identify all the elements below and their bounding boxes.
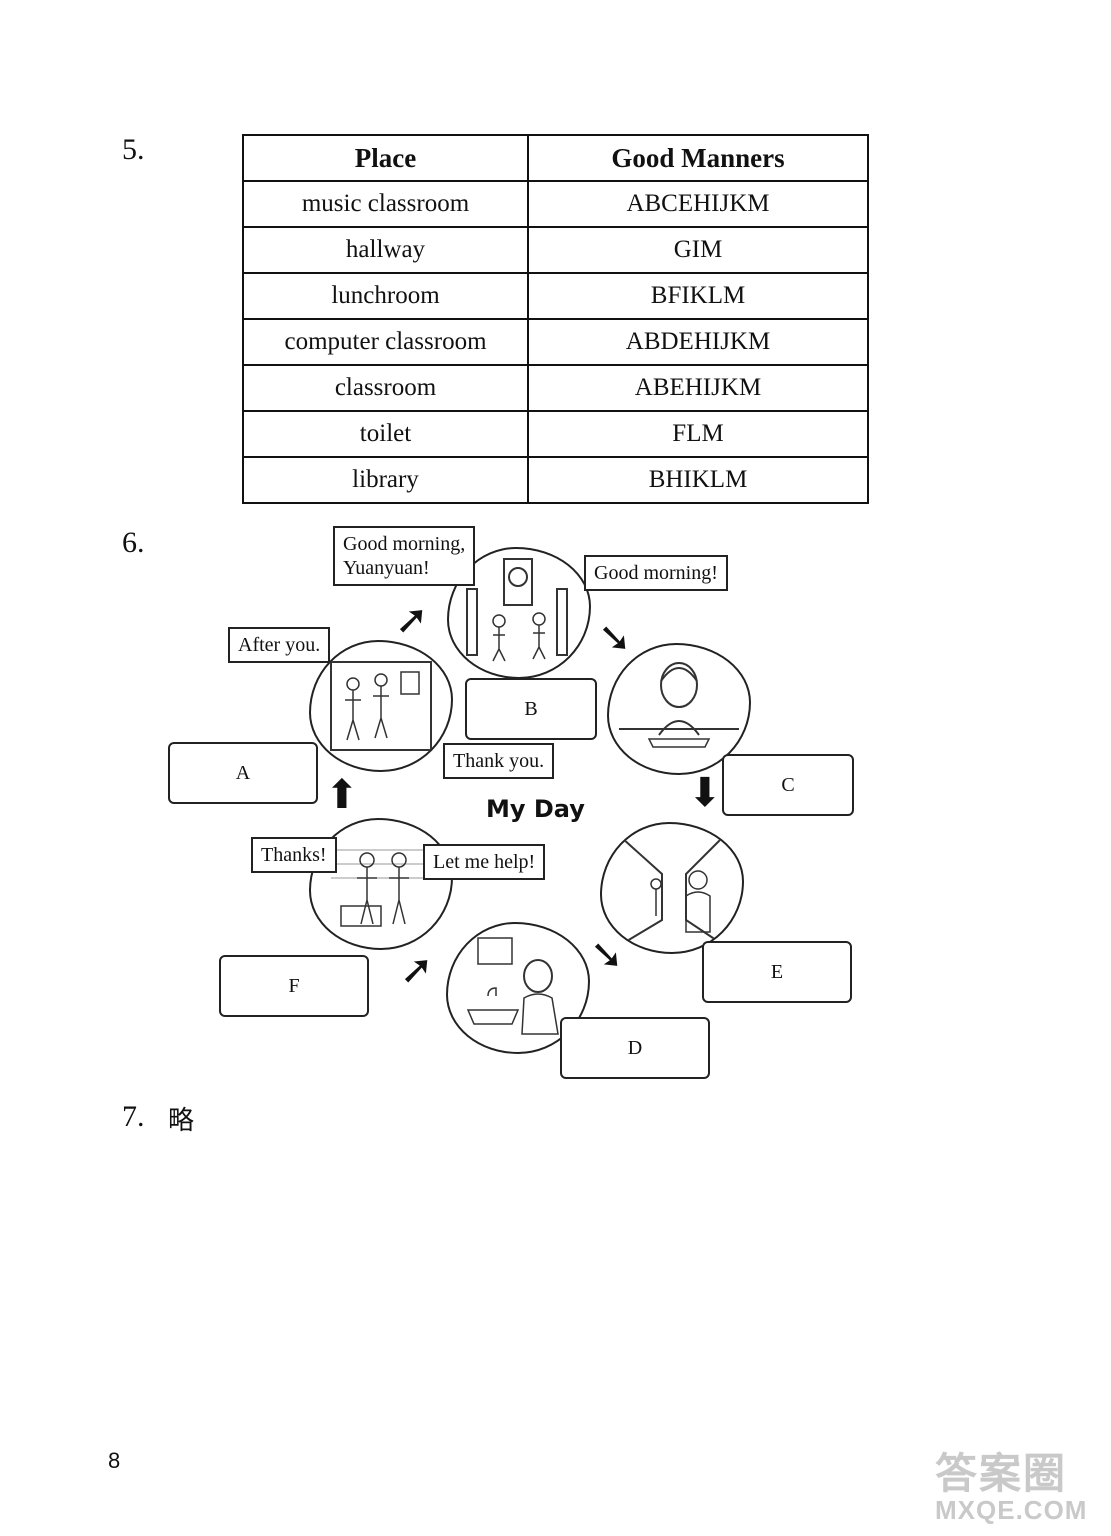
table-row: hallway GIM — [242, 226, 869, 274]
manners-cell: BFIKLM — [527, 272, 869, 320]
question-5-number: 5. — [122, 133, 145, 166]
manners-cell: BHIKLM — [527, 456, 869, 504]
bubble-good-morning-yuanyuan: Good morning, Yuanyuan! — [333, 526, 476, 586]
answer-box-a: A — [168, 742, 318, 804]
bubble-after-you: After you. — [228, 627, 331, 663]
watermark-bottom-text: MXQE.COM — [935, 1495, 1088, 1525]
arrow-down-left-icon: ➘ — [590, 932, 624, 978]
cloud-hallway-illustration — [600, 822, 744, 954]
arrow-up-right-icon: ➚ — [395, 597, 429, 643]
place-cell: library — [242, 456, 529, 504]
bubble-line-1: Good morning, — [343, 533, 466, 555]
page-number: 8 — [108, 1448, 121, 1473]
manners-cell: ABEHIJKM — [527, 364, 869, 412]
question-7-answer: 略 — [168, 1106, 195, 1136]
place-cell: lunchroom — [242, 272, 529, 320]
cloud-student-studying-illustration — [607, 643, 751, 775]
bubble-let-me-help: Let me help! — [423, 844, 546, 880]
table-row: library BHIKLM — [242, 456, 869, 504]
table-row: toilet FLM — [242, 410, 869, 458]
place-cell: computer classroom — [242, 318, 529, 366]
manners-cell: FLM — [527, 410, 869, 458]
bubble-thanks: Thanks! — [251, 837, 337, 873]
answer-box-b: B — [465, 678, 597, 740]
cloud-door-after-you-illustration — [309, 640, 453, 772]
bubble-line-2: Yuanyuan! — [343, 557, 430, 579]
arrow-up-icon: ⬆ — [325, 772, 359, 818]
header-good-manners: Good Manners — [527, 134, 869, 182]
table-row: computer classroom ABDEHIJKM — [242, 318, 869, 366]
arrow-down-right-icon: ➘ — [598, 615, 632, 661]
manners-cell: ABCEHIJKM — [527, 180, 869, 228]
watermark-top-text: 答案圈 — [935, 1450, 1068, 1497]
table-row: music classroom ABCEHIJKM — [242, 180, 869, 228]
question-7-number: 7. — [122, 1100, 145, 1133]
arrow-down-icon: ⬇ — [688, 770, 722, 816]
answer-box-c: C — [722, 754, 854, 816]
bubble-thank-you: Thank you. — [443, 743, 555, 779]
table-row: lunchroom BFIKLM — [242, 272, 869, 320]
place-cell: classroom — [242, 364, 529, 412]
place-cell: hallway — [242, 226, 529, 274]
manners-cell: GIM — [527, 226, 869, 274]
diagram-title: My Day — [486, 795, 585, 823]
question-6-number: 6. — [122, 526, 145, 559]
place-cell: toilet — [242, 410, 529, 458]
watermark-logo: 答案圈 MXQE.COM — [935, 1440, 1087, 1526]
bubble-good-morning: Good morning! — [584, 555, 728, 591]
answer-box-d: D — [560, 1017, 710, 1079]
place-cell: music classroom — [242, 180, 529, 228]
good-manners-table: Place Good Manners music classroom ABCEH… — [242, 134, 869, 504]
answer-box-f: F — [219, 955, 369, 1017]
table-row: classroom ABEHIJKM — [242, 364, 869, 412]
table-header-row: Place Good Manners — [242, 134, 869, 182]
answer-box-e: E — [702, 941, 852, 1003]
header-place: Place — [242, 134, 529, 182]
manners-cell: ABDEHIJKM — [527, 318, 869, 366]
arrow-up-left-icon: ➚ — [400, 947, 434, 993]
